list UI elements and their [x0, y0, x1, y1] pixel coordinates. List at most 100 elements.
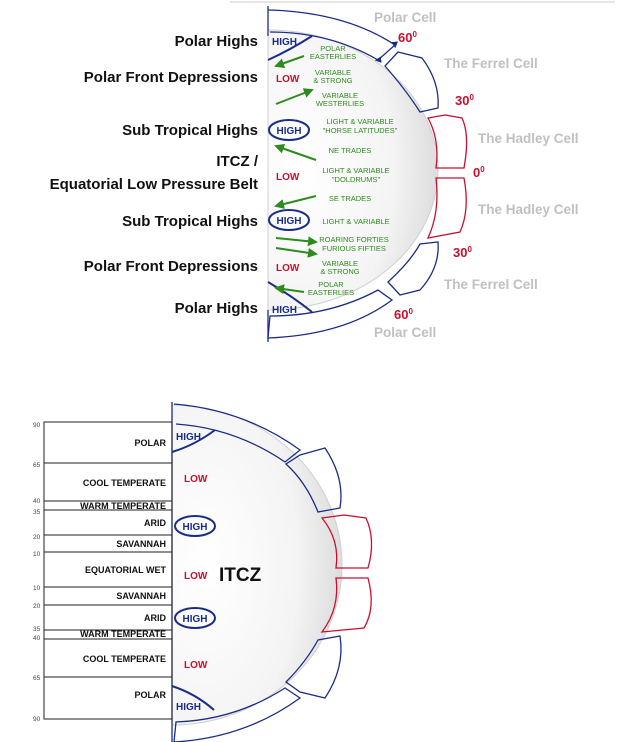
high-ellipse-subtrop-s — [268, 209, 310, 231]
lat-40-s: 40 — [33, 635, 41, 642]
zone-savannah-n: SAVANNAH — [116, 539, 166, 549]
wind-label-17: POLAR — [318, 280, 344, 289]
degree-60-s: 600 — [394, 307, 413, 322]
top-diagram: Polar Highs Polar Front Depressions Sub … — [50, 1, 615, 342]
label-polar-front-n: Polar Front Depressions — [84, 69, 258, 86]
pressure-high-subtrop-n: HIGH — [277, 126, 302, 137]
zone-arid-s: ARID — [144, 613, 166, 623]
pressure-low-eq: LOW — [276, 172, 300, 183]
zone-cool-temperate-s: COOL TEMPERATE — [83, 654, 166, 664]
pressure-high-polar-n: HIGH — [272, 37, 297, 48]
lat-10-n: 10 — [33, 551, 41, 558]
cell-ferrel-n: The Ferrel Cell — [444, 56, 538, 71]
wind-label-6: LIGHT & VARIABLE — [326, 117, 393, 126]
lat-20-n: 20 — [33, 534, 41, 541]
degree-30-s: 300 — [453, 245, 472, 260]
lat-10-s: 10 — [33, 585, 41, 592]
wind-label-10: "DOLDRUMS" — [332, 175, 381, 184]
wind-arrow-polar-easterlies-n — [274, 55, 305, 69]
wind-arrow-ne-trades — [274, 143, 317, 161]
wind-label-16: & STRONG — [320, 267, 359, 276]
wind-label-0: POLAR — [320, 44, 346, 53]
wind-label-8: NE TRADES — [329, 146, 372, 155]
polar-cell-south-loop — [267, 289, 394, 339]
lat-90-n: 90 — [33, 422, 41, 429]
itcz-label: ITCZ — [219, 565, 262, 586]
zone-equatorial-wet: EQUATORIAL WET — [85, 565, 167, 575]
label-itcz: ITCZ / — [216, 153, 258, 170]
pressure-high-subtrop-s: HIGH — [277, 216, 302, 227]
label-polar-highs-s: Polar Highs — [175, 300, 258, 317]
high-ellipse-subtrop-n — [268, 119, 310, 141]
bottom-diagram: POLAR COOL TEMPERATE WARM TEMPERATE ARID… — [33, 402, 373, 742]
wind-label-1: EASTERLIES — [310, 52, 356, 61]
polar-cell-s-b — [173, 687, 302, 742]
zone-polar-n: POLAR — [135, 438, 167, 448]
wind-label-2: VARIABLE — [315, 68, 351, 77]
wind-label-7: "HORSE LATITUDES" — [323, 126, 398, 135]
wind-arrows — [274, 55, 318, 295]
wind-arrow-westerlies-n — [275, 88, 314, 105]
zone-arid-n: ARID — [144, 518, 166, 528]
ferrel-cell-south-loop — [387, 241, 439, 296]
cell-names: Polar Cell The Ferrel Cell The Hadley Ce… — [374, 10, 579, 340]
label-polar-front-s: Polar Front Depressions — [84, 258, 258, 275]
wind-arrow-se-trades — [274, 195, 317, 209]
wind-label-13: ROARING FORTIES — [319, 235, 388, 244]
zone-warm-temperate-s: WARM TEMPERATE — [80, 629, 166, 639]
hadley-cell-s-b — [320, 577, 372, 633]
wind-label-18: EASTERLIES — [308, 288, 354, 297]
lat-40-n: 40 — [33, 498, 41, 505]
degree-0: 00 — [473, 165, 485, 180]
lat-65-s: 65 — [33, 675, 41, 682]
cell-ferrel-s: The Ferrel Cell — [444, 277, 538, 292]
zone-names: POLAR COOL TEMPERATE WARM TEMPERATE ARID… — [80, 438, 166, 700]
pressure-high-polar-s: HIGH — [272, 305, 297, 316]
wind-label-4: VARIABLE — [322, 91, 358, 100]
cell-polar-n: Polar Cell — [374, 10, 436, 25]
hadley-cell-north-loop — [426, 114, 468, 169]
lat-90-s: 90 — [33, 716, 41, 723]
wind-label-3: & STRONG — [313, 76, 352, 85]
cell-hadley-n: The Hadley Cell — [478, 131, 579, 146]
wind-arrow-roaring-forties — [275, 236, 318, 247]
circulation-cells — [267, 6, 468, 342]
polar-cell-north-loop — [267, 9, 399, 63]
wind-label-15: VARIABLE — [322, 259, 358, 268]
zone-warm-temperate-n: WARM TEMPERATE — [80, 501, 166, 511]
label-subtropical-highs-s: Sub Tropical Highs — [122, 213, 258, 230]
wind-label-9: LIGHT & VARIABLE — [322, 166, 389, 175]
ferrel-cell-s-b — [284, 635, 342, 699]
zone-dividers — [44, 462, 172, 678]
pressure-low-s: LOW — [276, 263, 300, 274]
label-polar-highs-n: Polar Highs — [175, 33, 258, 50]
ferrel-cell-north-loop — [384, 51, 439, 113]
b-pressure-high-polar-n: HIGH — [176, 432, 201, 443]
label-equatorial-low: Equatorial Low Pressure Belt — [50, 176, 258, 193]
lat-35-n: 35 — [33, 509, 41, 516]
degree-60-n: 600 — [398, 30, 417, 45]
hadley-cell-south-loop — [426, 177, 467, 239]
pressure-belts: HIGH LOW HIGH LOW HIGH LOW HIGH — [267, 35, 313, 316]
b-pressure-low-n: LOW — [184, 474, 208, 485]
b-pressure-high-subtrop-n: HIGH — [183, 522, 208, 533]
zone-cool-temperate-n: COOL TEMPERATE — [83, 478, 166, 488]
label-subtropical-highs-n: Sub Tropical Highs — [122, 122, 258, 139]
pressure-belts-bottom: HIGH LOW HIGH LOW HIGH LOW HIGH — [171, 429, 216, 713]
hadley-cell-n-b — [320, 514, 373, 569]
b-high-ellipse-s — [174, 607, 216, 629]
wind-label-14: FURIOUS FIFTIES — [322, 244, 386, 253]
b-pressure-high-subtrop-s: HIGH — [183, 614, 208, 625]
b-pressure-high-polar-s: HIGH — [176, 702, 201, 713]
b-high-arc-s — [171, 685, 215, 711]
pressure-low-n: LOW — [276, 74, 300, 85]
b-pressure-low-s: LOW — [184, 660, 208, 671]
lat-35-s: 35 — [33, 626, 41, 633]
left-labels: Polar Highs Polar Front Depressions Sub … — [50, 33, 259, 317]
lat-20-s: 20 — [33, 603, 41, 610]
lat-65-n: 65 — [33, 462, 41, 469]
high-arc-n — [267, 35, 313, 61]
b-pressure-low-eq: LOW — [184, 571, 208, 582]
ferrel-cell-n-b — [284, 447, 342, 513]
